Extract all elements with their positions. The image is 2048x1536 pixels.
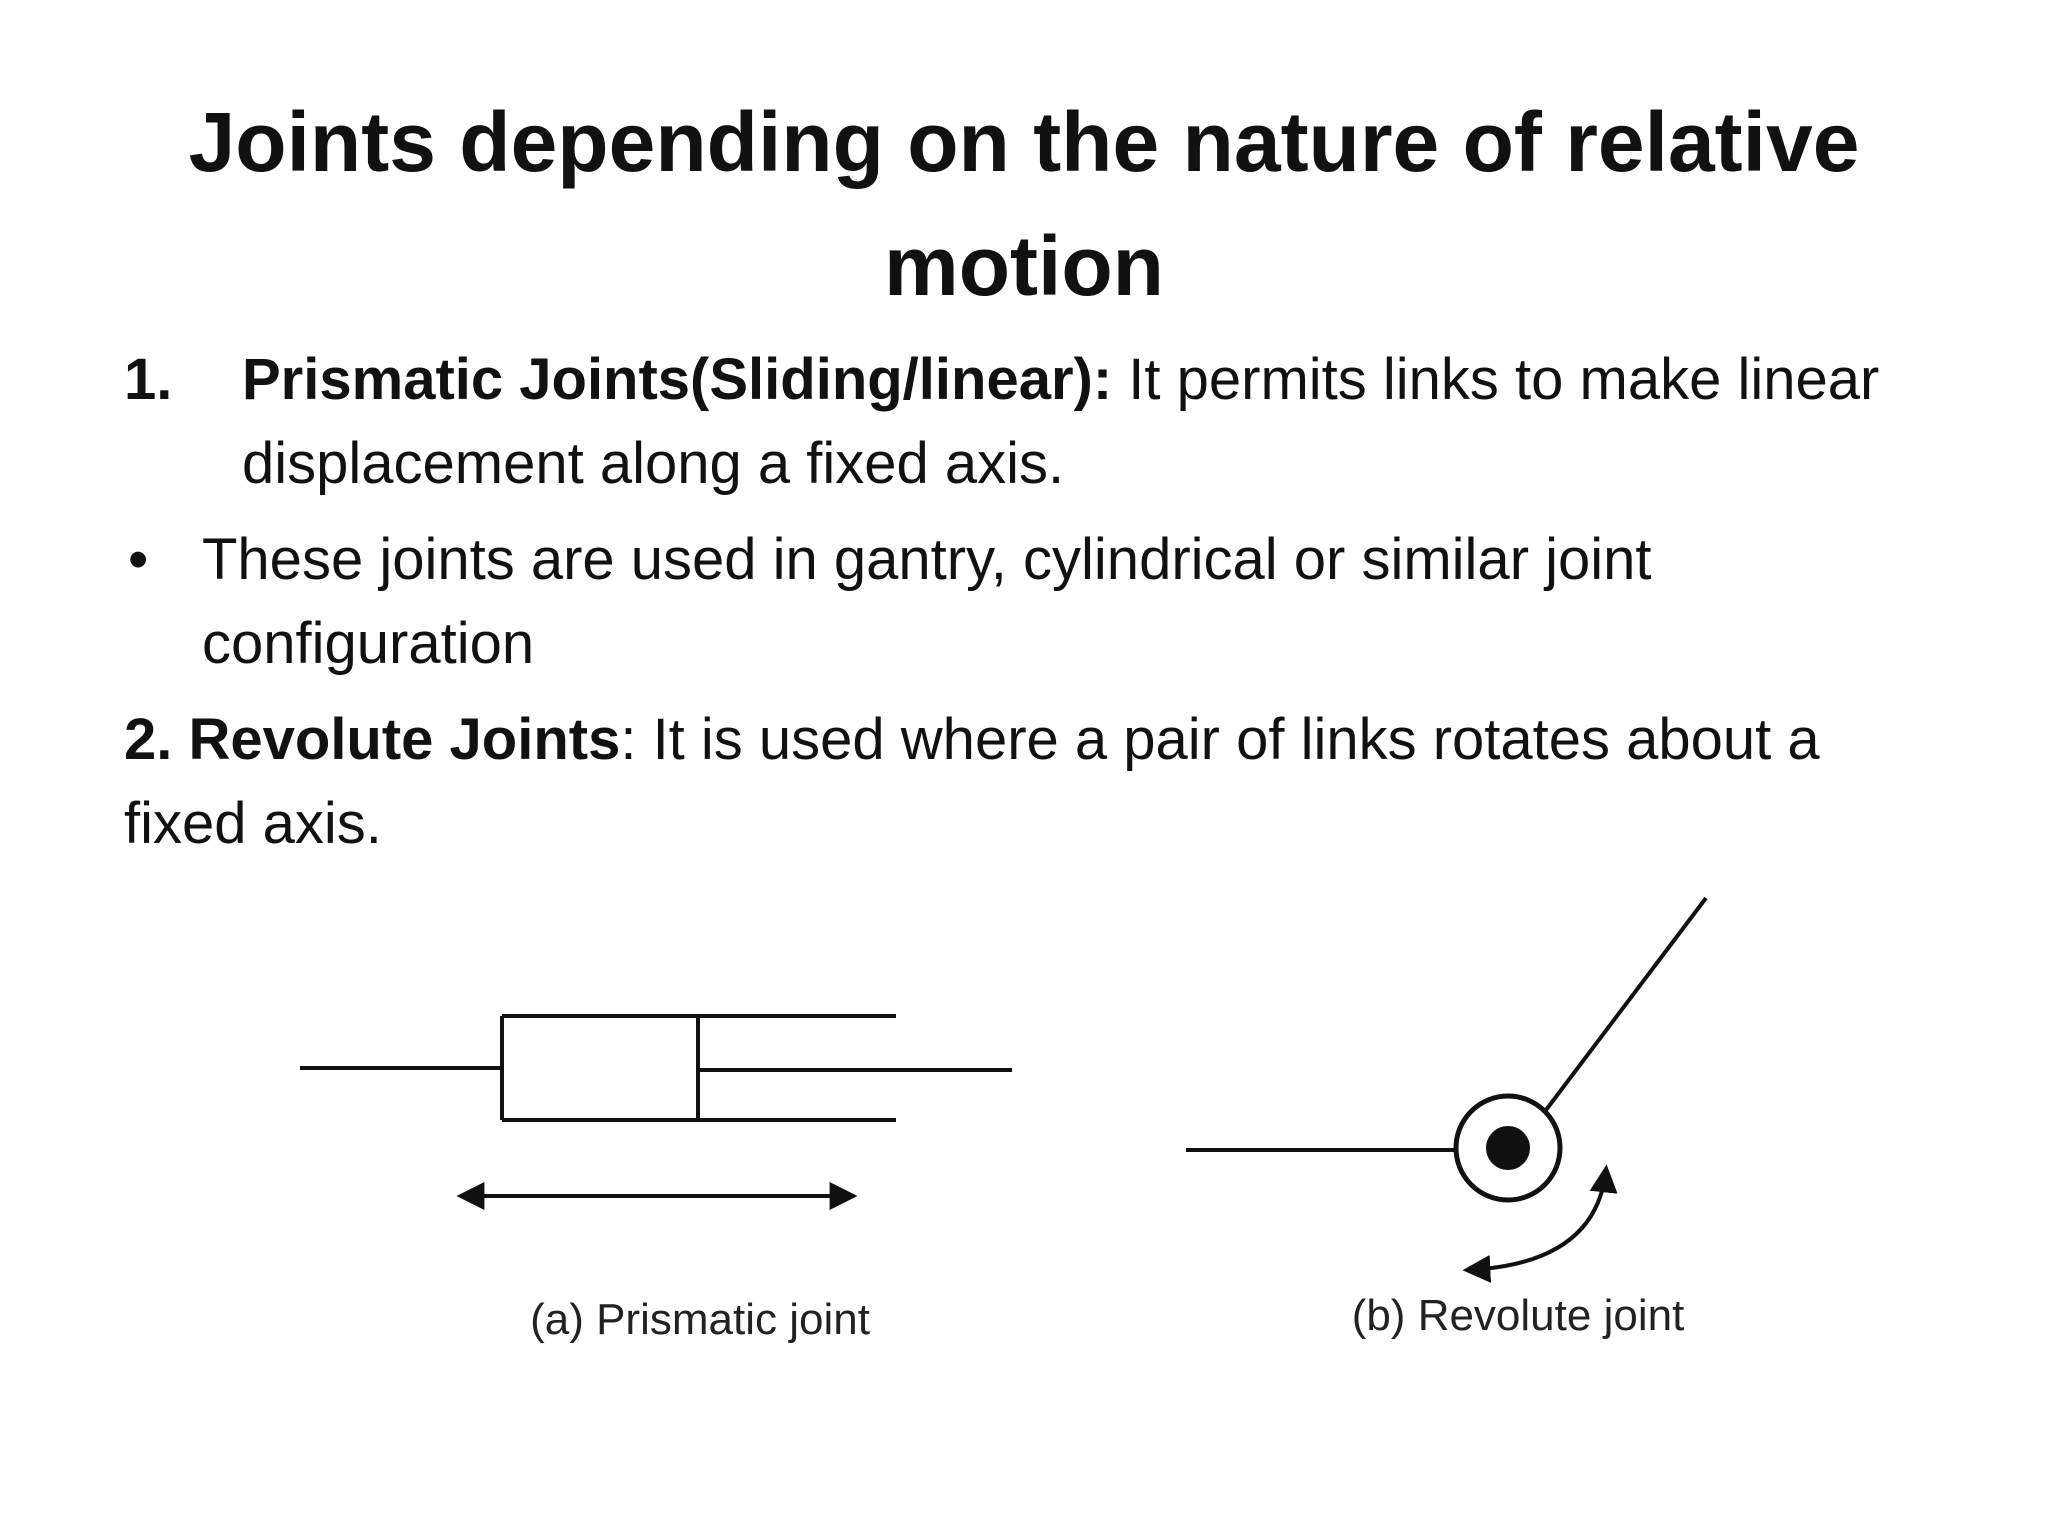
- prismatic-joint-diagram: [300, 1014, 1012, 1210]
- prismatic-caption: (a) Prismatic joint: [530, 1295, 870, 1344]
- bullet-marker: •: [128, 527, 149, 592]
- slide-title: Joints depending on the nature of relati…: [188, 95, 1860, 313]
- revolute-rotating-link: [1544, 896, 1708, 1112]
- joint-diagrams-figure: (a) Prismatic joint (b) Revolute joint: [300, 896, 1708, 1344]
- usage-bullet-text: These joints are used in gantry, cylindr…: [202, 527, 1652, 676]
- revolute-joint-diagram: [1186, 896, 1708, 1283]
- usage-bullet-item: • These joints are used in gantry, cylin…: [124, 518, 1944, 686]
- item-number: 1.: [124, 347, 173, 412]
- revolute-description: : It is used where a pair of links rotat…: [124, 707, 1820, 856]
- prismatic-description: It permits links to make linear displace…: [242, 347, 1880, 496]
- revolute-heading: 2. Revolute Joints: [124, 707, 621, 772]
- prismatic-joint-item: 1. Prismatic Joints(Sliding/linear): It …: [124, 338, 1944, 506]
- revolute-joint-item: 2. Revolute Joints: It is used where a p…: [124, 698, 1944, 866]
- revolute-joint-pin: [1486, 1126, 1530, 1170]
- prismatic-heading: Prismatic Joints(Sliding/linear):: [242, 347, 1113, 412]
- revolute-rotation-arrow: [1462, 1164, 1618, 1283]
- revolute-caption: (b) Revolute joint: [1352, 1291, 1685, 1340]
